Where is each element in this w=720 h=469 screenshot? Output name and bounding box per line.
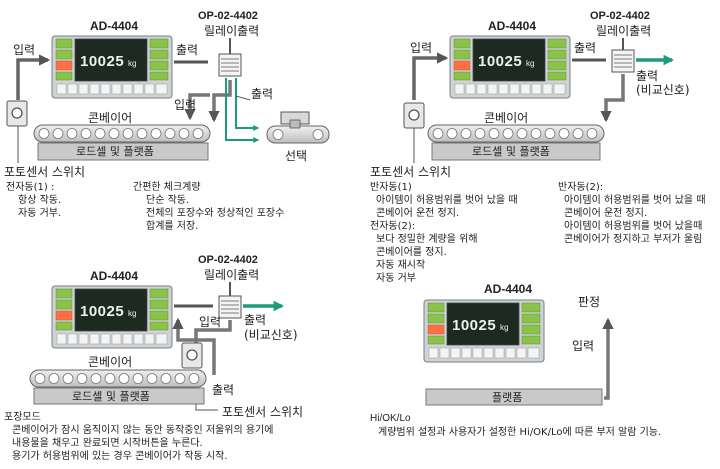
relay-output-label-2: 릴레이출력 [596, 24, 652, 38]
display-unit-1: kg [128, 59, 137, 68]
p2-col1b-line4: 자동 거부 [376, 273, 416, 284]
platform-label-4: 플랫폼 [492, 391, 523, 404]
display-unit-3: kg [128, 309, 137, 318]
p2-col2-line4: 콘베이어가 정지하고 부저가 울림 [564, 234, 703, 245]
panel2-setup [403, 35, 675, 163]
relay-output-label-3: 릴레이출력 [204, 268, 260, 282]
p2-col1-title: 반자동(1) [370, 182, 412, 193]
display-value-3: 10025 [80, 303, 125, 320]
display-value-1: 10025 [80, 53, 125, 70]
model-label-4: AD-4404 [484, 282, 533, 296]
display-unit-2: kg [526, 59, 535, 68]
p3-title: 포장모드 [4, 412, 41, 423]
p1-col2-line1: 단순 작동. [146, 195, 190, 206]
platform-label-1: 로드셀 및 플랫폼 [76, 145, 154, 158]
input-label-4: 입력 [572, 339, 595, 353]
p1-col2-line3: 합계를 저장. [146, 221, 199, 232]
output-compare-label-3a: 출력 [244, 313, 267, 327]
relay-model-label-3: OP-02-4402 [198, 254, 258, 266]
output-label-3: 출력 [212, 383, 235, 397]
panel1-setup [6, 35, 330, 163]
relay-model-label-2: OP-02-4402 [590, 10, 650, 22]
photo-sensor-1 [6, 100, 28, 127]
p2-col2-title: 반자동(2): [558, 182, 604, 193]
loadcell-platform-3 [33, 387, 205, 405]
sensor-label-1: 포토센서 스위치 [4, 165, 86, 179]
p3-line1: 콘베이어가 잠시 움직이지 않는 동안 동작중인 저울위의 용기에 [12, 425, 274, 436]
model-label-3: AD-4404 [90, 269, 139, 283]
p2-col2-line1: 아이템이 허용범위를 벗어 났을 때 [564, 195, 706, 206]
p3-line2: 내용물을 채우고 완료되면 시작버튼을 누른다. [12, 438, 203, 449]
feedback-arrow-2 [600, 74, 625, 123]
p1-col2-title: 간편한 체크계량 [133, 182, 201, 193]
feedback-arrow-1 [208, 80, 232, 123]
selection-label: 선택 [285, 149, 308, 163]
conveyor-belt-3 [29, 369, 207, 388]
relay-model-label-1: OP-02-4402 [198, 10, 258, 22]
input-arrow-2 [412, 52, 449, 100]
output-line-green-1 [225, 78, 260, 143]
platform-label-3: 로드셀 및 플랫폼 [72, 390, 150, 403]
loadcell-platform-2 [431, 142, 601, 161]
p2-col1-line1: 아이템이 허용범위를 벗어 났을 때 [376, 195, 518, 206]
photo-sensor-2 [403, 102, 425, 129]
input-label-3: 입력 [199, 315, 222, 329]
model-label-2: AD-4404 [488, 19, 537, 33]
judgement-arrow-4 [602, 317, 614, 400]
p1-col1-title: 전자동(1) : [6, 182, 55, 193]
display-unit-4: kg [500, 323, 509, 332]
output-compare-label-3b: (비교신호) [244, 328, 298, 342]
conveyor-label-3: 콘베이어 [88, 355, 133, 369]
conveyor-label-2: 콘베이어 [484, 111, 529, 125]
input-label-2: 입력 [410, 41, 433, 55]
p2-col1b-line2: 콘베이어를 정지. [376, 247, 447, 258]
panel4-setup [423, 299, 614, 406]
p2-col1b-title: 전자동(2): [370, 221, 416, 232]
relay-output-box-3 [218, 295, 242, 319]
display-value-4: 10025 [452, 317, 497, 334]
loadcell-platform-1 [37, 142, 209, 161]
output-compare-label-2b: (비교신호) [636, 83, 690, 97]
p1-col1-line1: 항상 작동. [18, 195, 62, 206]
input-arrow-1 [16, 54, 51, 100]
p4-title: Hi/OK/Lo [370, 413, 411, 424]
judgement-label: 판정 [578, 295, 601, 309]
p2-col2-line3: 아이템이 허용범위를 벗어 났을때 [564, 221, 703, 232]
model-label-1: AD-4404 [90, 19, 139, 33]
p1-col1-line2: 자동 거부. [18, 208, 62, 219]
p1-col2-line2: 전체의 포장수와 정상적인 포장수 [146, 208, 285, 219]
photo-sensor-3 [181, 342, 203, 369]
display-value-2: 10025 [478, 53, 523, 70]
sensor-label-3: 포토센서 스위치 [222, 405, 304, 419]
platform-4 [425, 388, 603, 406]
p4-line1: 계량범위 설정과 사용자가 설정한 Hi/OK/Lo에 따른 부저 알람 기능. [378, 427, 662, 438]
p3-line3: 용기가 허용범위에 있는 경우 콘베이어가 작동 시작. [12, 451, 228, 462]
p2-col1b-line3: 자동 재시작 [376, 260, 426, 271]
output-label-2: 출력 [574, 41, 597, 55]
p2-col2-line2: 콘베이어 운전 정지. [564, 208, 648, 219]
panel3-setup [29, 282, 285, 411]
conveyor-belt-2 [427, 124, 605, 143]
relay-output-box-2 [611, 49, 635, 73]
p2-col1b-line1: 보다 정밀한 계량을 위해 [376, 234, 478, 245]
output-label-1: 출력 [176, 43, 199, 57]
relay-output-label-1: 릴레이출력 [204, 24, 260, 38]
conveyor-label-1: 콘베이어 [88, 111, 133, 125]
selection-device [266, 111, 330, 144]
conveyor-belt-1 [33, 124, 211, 143]
output-compare-label-2a: 출력 [636, 69, 659, 83]
input-label-1: 입력 [13, 43, 36, 57]
output-label-1b: 출력 [251, 87, 274, 101]
input-label-1b: 입력 [174, 98, 197, 112]
p2-col1-line2: 콘베이어 운전 정지. [376, 208, 460, 219]
relay-output-box-1 [218, 53, 242, 77]
platform-label-2: 로드셀 및 플랫폼 [472, 145, 550, 158]
sensor-label-2: 포토센서 스위치 [370, 165, 452, 179]
